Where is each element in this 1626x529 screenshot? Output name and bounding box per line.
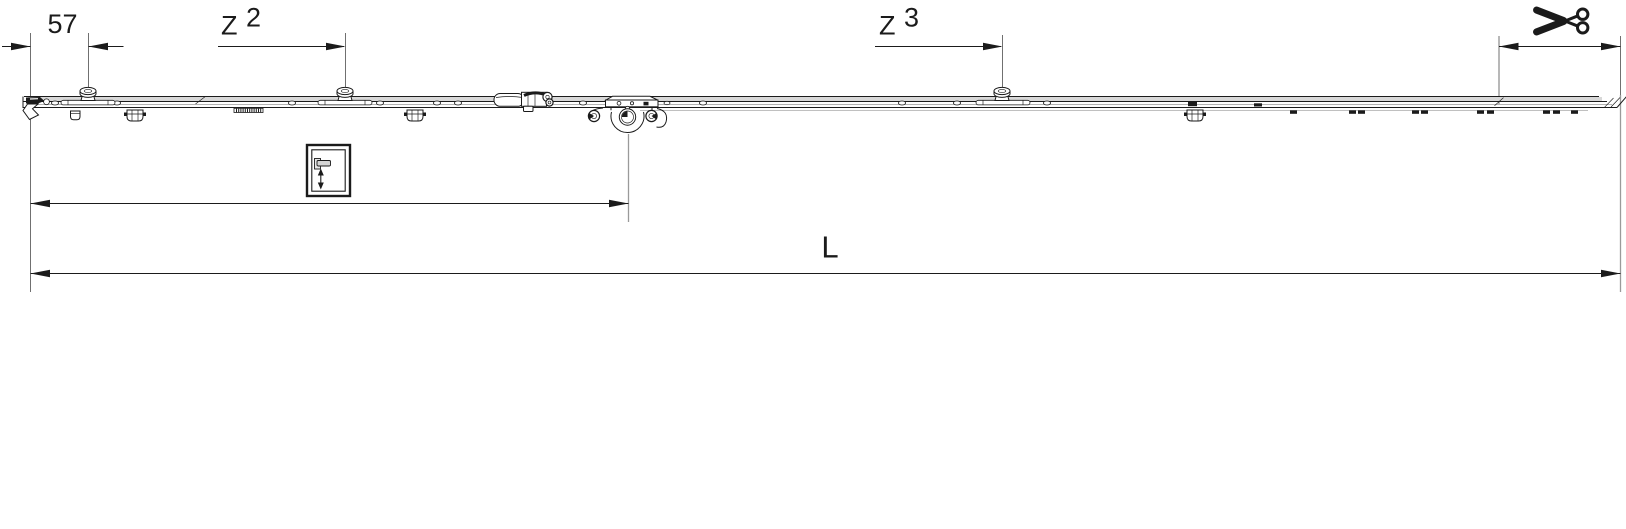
- break-mark: [195, 96, 206, 105]
- locking-cam: [79, 86, 97, 101]
- scissors-icon: [1533, 6, 1590, 36]
- rail-end-corner-piece: [22, 97, 50, 121]
- dimension-57-label: 57: [47, 9, 77, 39]
- dimension-length-label: L: [821, 230, 838, 265]
- variable-handle-height-icon: [305, 143, 352, 198]
- dimension-z3-index: 3: [904, 3, 919, 33]
- dimension-overall-length: L: [30, 230, 1621, 278]
- locking-cam: [336, 86, 354, 101]
- window-handle-lever: [316, 160, 331, 167]
- dimension-z2-label: Z: [221, 11, 238, 41]
- rail-clamp: [1184, 109, 1206, 122]
- cut-end-diagonal: [1616, 96, 1626, 108]
- knurled-strip: [233, 107, 264, 113]
- extension-lines: [30, 33, 1622, 292]
- rail-clamp: [124, 109, 146, 122]
- gearbox: [587, 95, 668, 134]
- dimension-z2-index: 2: [246, 3, 261, 33]
- cam-slots: [60, 99, 1031, 106]
- tilt-latch: [493, 91, 554, 113]
- dimension-handle-height: [30, 143, 629, 208]
- spindle-mark: [621, 111, 628, 117]
- rail-marks: [1188, 101, 1578, 114]
- dimension-57: 57: [2, 9, 124, 51]
- rail-foot: [70, 110, 81, 121]
- locking-cam: [993, 86, 1011, 101]
- dimension-z3: Z 3: [875, 3, 1003, 51]
- hardware-rail: [22, 96, 1626, 111]
- rail-clamp: [404, 109, 426, 122]
- stirrup-arc: [610, 111, 645, 134]
- dimension-cut-region: [1499, 6, 1621, 51]
- dimension-z3-label: Z: [879, 11, 896, 41]
- dimension-z2: Z 2: [218, 3, 346, 51]
